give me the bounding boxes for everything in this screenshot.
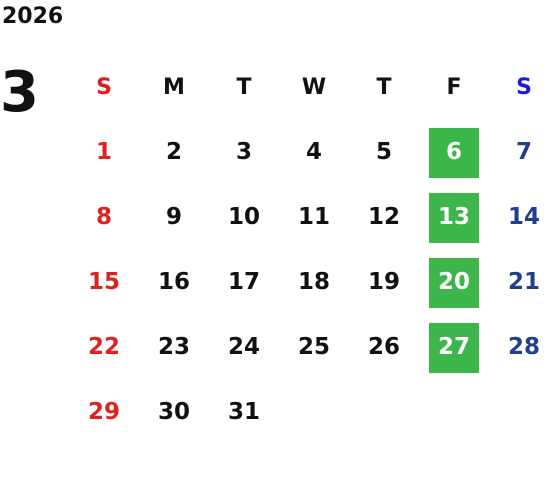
date-number: 17 (227, 269, 260, 295)
date-number: 24 (227, 334, 260, 360)
date-number: 12 (367, 204, 400, 230)
date-number: 22 (87, 334, 120, 360)
date-cell[interactable]: 8 (69, 185, 139, 250)
weekday-thursday: T (349, 55, 419, 120)
date-number: 7 (515, 139, 532, 165)
date-cell[interactable]: 7 (489, 120, 548, 185)
date-cell[interactable]: 19 (349, 250, 419, 315)
date-cell[interactable]: 31 (209, 380, 279, 445)
date-number: 9 (165, 204, 182, 230)
weekday-wednesday: W (279, 55, 349, 120)
date-number: 26 (367, 334, 400, 360)
date-number: 29 (87, 399, 120, 425)
date-number: 23 (157, 334, 190, 360)
weekday-label: M (163, 74, 185, 100)
date-number: 10 (227, 204, 260, 230)
date-cell[interactable]: 12 (349, 185, 419, 250)
weekday-saturday: S (489, 55, 548, 120)
date-cell[interactable]: 3 (209, 120, 279, 185)
date-number: 27 (429, 322, 479, 373)
date-cell[interactable]: 23 (139, 315, 209, 380)
date-cell[interactable]: 14 (489, 185, 548, 250)
date-number: 8 (95, 204, 112, 230)
date-cell[interactable]: 21 (489, 250, 548, 315)
date-number: 4 (305, 139, 322, 165)
date-number: 13 (429, 192, 479, 243)
date-number: 20 (429, 257, 479, 308)
date-number: 28 (507, 334, 540, 360)
weekday-label: S (516, 74, 532, 100)
date-number: 31 (227, 399, 260, 425)
date-cell[interactable]: 26 (349, 315, 419, 380)
date-cell[interactable]: 10 (209, 185, 279, 250)
weekday-sunday: S (69, 55, 139, 120)
date-cell[interactable]: 11 (279, 185, 349, 250)
date-cell[interactable]: 4 (279, 120, 349, 185)
date-cell[interactable]: 30 (139, 380, 209, 445)
weekday-label: T (236, 74, 252, 100)
date-cell[interactable]: 2 (139, 120, 209, 185)
date-cell[interactable]: 15 (69, 250, 139, 315)
date-cell[interactable]: 29 (69, 380, 139, 445)
date-cell-highlighted[interactable]: 6 (419, 120, 489, 185)
date-cell[interactable]: 5 (349, 120, 419, 185)
date-number: 2 (165, 139, 182, 165)
weekday-label: T (376, 74, 392, 100)
date-number: 18 (297, 269, 330, 295)
weekday-friday: F (419, 55, 489, 120)
date-number: 5 (375, 139, 392, 165)
date-number: 21 (507, 269, 540, 295)
date-cell[interactable]: 16 (139, 250, 209, 315)
year-label: 2026 (2, 4, 64, 29)
date-cell[interactable]: 22 (69, 315, 139, 380)
date-number: 25 (297, 334, 330, 360)
weekday-label: W (301, 74, 327, 100)
date-cell[interactable]: 24 (209, 315, 279, 380)
weekday-tuesday: T (209, 55, 279, 120)
date-cell-highlighted[interactable]: 20 (419, 250, 489, 315)
date-number: 3 (235, 139, 252, 165)
date-number: 6 (429, 127, 479, 178)
date-cell[interactable]: 1 (69, 120, 139, 185)
weekday-monday: M (139, 55, 209, 120)
date-number: 15 (87, 269, 120, 295)
date-cell-highlighted[interactable]: 27 (419, 315, 489, 380)
month-number: 3 (0, 60, 39, 125)
date-cell[interactable]: 9 (139, 185, 209, 250)
date-number: 11 (297, 204, 330, 230)
date-cell[interactable]: 17 (209, 250, 279, 315)
date-number: 16 (157, 269, 190, 295)
date-number: 19 (367, 269, 400, 295)
date-cell[interactable]: 28 (489, 315, 548, 380)
calendar-grid: S M T W T F S 1 2 3 4 5 6 7 8 9 10 11 12… (69, 55, 548, 445)
date-number: 14 (507, 204, 540, 230)
date-number: 1 (95, 139, 112, 165)
date-cell[interactable]: 18 (279, 250, 349, 315)
date-number: 30 (157, 399, 190, 425)
date-cell-highlighted[interactable]: 13 (419, 185, 489, 250)
weekday-label: F (446, 74, 462, 100)
date-cell[interactable]: 25 (279, 315, 349, 380)
weekday-label: S (96, 74, 112, 100)
